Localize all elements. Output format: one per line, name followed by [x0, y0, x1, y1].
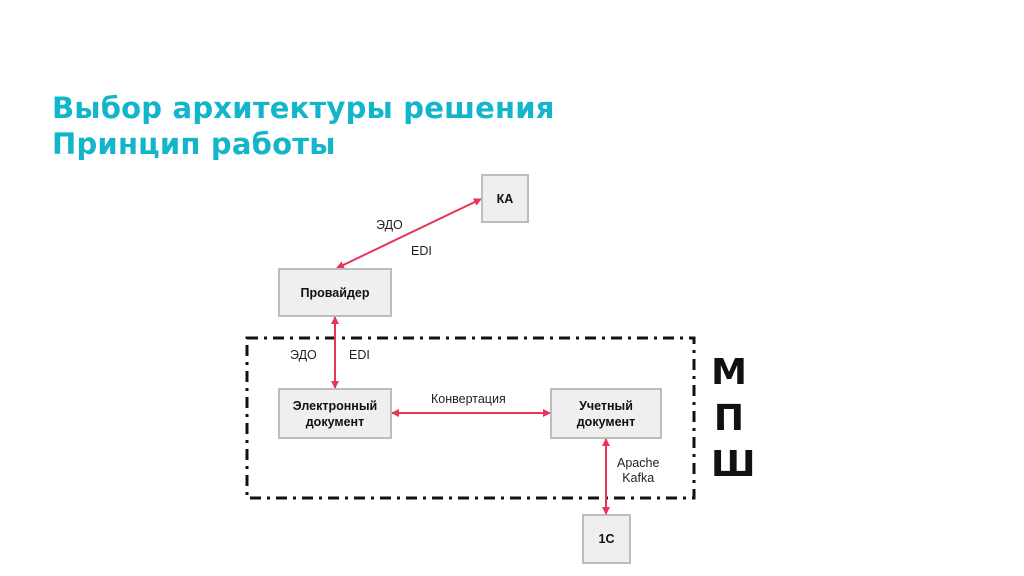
- node-ka: КА: [481, 174, 529, 223]
- side-letter-2: П: [713, 398, 745, 439]
- mpsh-vertical-label: М П Ш: [711, 350, 756, 488]
- title-line-2: Принцип работы: [52, 127, 336, 161]
- label-kafka-line-1: Apache: [617, 456, 660, 470]
- arrow-provider-ka: [336, 198, 482, 269]
- title-line-1: Выбор архитектуры решения: [52, 91, 555, 125]
- label-kafka-line-2: Kafka: [622, 471, 655, 485]
- mpsh-boundary: [245, 336, 696, 500]
- node-electronic-document: Электронный документ: [278, 388, 392, 439]
- label-kafka: Apache Kafka: [617, 456, 659, 486]
- label-edi-top: EDI: [411, 244, 432, 258]
- slide-title: Выбор архитектуры решения Принцип работы: [52, 90, 555, 162]
- node-1c: 1С: [582, 514, 631, 564]
- side-letter-1: М: [711, 352, 747, 393]
- label-edo-top: ЭДО: [376, 218, 403, 232]
- node-provider: Провайдер: [278, 268, 392, 317]
- node-accounting-document: Учетный документ: [550, 388, 662, 439]
- side-letter-3: Ш: [711, 444, 756, 485]
- label-edo-mid: ЭДО: [290, 348, 317, 362]
- label-edi-mid: EDI: [349, 348, 370, 362]
- label-conversion: Конвертация: [431, 392, 506, 406]
